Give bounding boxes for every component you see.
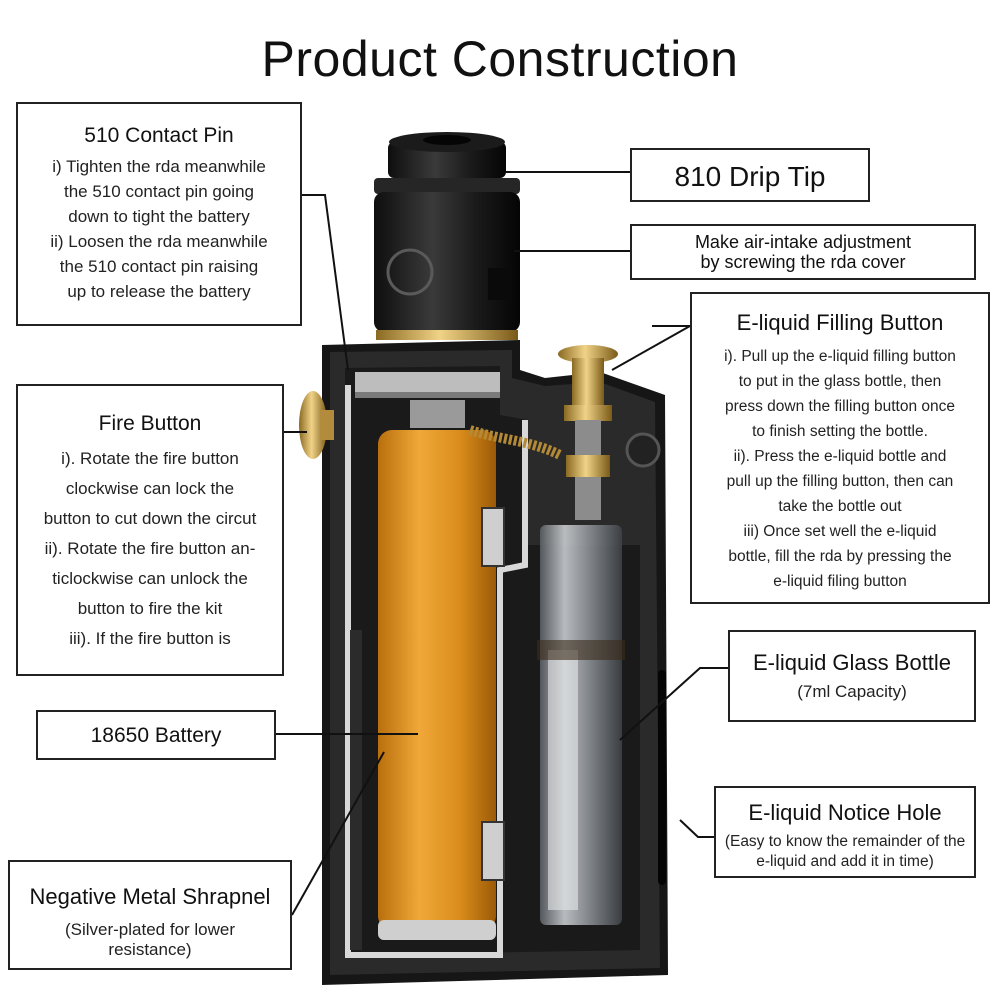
callout-line: clockwise can lock the [65, 479, 235, 498]
callout-subtext: (7ml Capacity) [797, 682, 907, 701]
callout-line: i). Pull up the e-liquid filling button [724, 348, 956, 365]
filling-button-part [558, 345, 618, 520]
page-title: Product Construction [261, 31, 739, 87]
callout-line: to finish setting the bottle. [752, 423, 928, 440]
callout-e-liquid-glass-bottle: E-liquid Glass Bottle (7ml Capacity) [728, 630, 976, 722]
callout-heading: 810 Drip Tip [674, 161, 826, 192]
callout-heading: E-liquid Glass Bottle [752, 650, 952, 675]
callout-18650-battery: 18650 Battery [36, 710, 276, 760]
callout-line: the 510 contact pin going [64, 182, 254, 201]
callout-line: iii). If the fire button is [69, 629, 231, 648]
callout-heading: 510 Contact Pin [84, 124, 234, 147]
callout-line: i) Tighten the rda meanwhile [52, 157, 266, 176]
shrapnel-strip [350, 630, 362, 950]
spring-wire [468, 425, 563, 460]
callout-line: down to tight the battery [68, 207, 250, 226]
callout-heading: 18650 Battery [90, 724, 222, 747]
clip-top [481, 507, 505, 567]
callout-body: i) Tighten the rda meanwhile the 510 con… [18, 154, 300, 304]
callout-negative-metal-shrapnel: Negative Metal Shrapnel (Silver-plated f… [8, 860, 292, 970]
glass-bottle [537, 525, 625, 925]
callout-line: to put in the glass bottle, then [738, 373, 942, 390]
callout-510-contact-pin: 510 Contact Pin i) Tighten the rda meanw… [16, 102, 302, 326]
callout-line: button to fire the kit [77, 599, 223, 618]
callout-line: ii). Press the e-liquid bottle and [733, 448, 947, 465]
fire-button-part [299, 391, 334, 459]
callout-line: up to release the battery [67, 282, 251, 301]
callout-heading: E-liquid Notice Hole [748, 800, 942, 825]
callout-line: press down the filling button once [724, 398, 956, 415]
callout-heading: Negative Metal Shrapnel [29, 884, 271, 909]
callout-line: pull up the filling button, then can [726, 473, 954, 490]
callout-e-liquid-filling-button: E-liquid Filling Button i). Pull up the … [690, 292, 990, 604]
callout-heading: E-liquid Filling Button [736, 310, 944, 335]
callout-body: i). Rotate the fire button clockwise can… [18, 444, 282, 654]
callout-810-drip-tip: 810 Drip Tip [630, 148, 870, 202]
callout-air-intake: Make air-intake adjustment by screwing t… [630, 224, 976, 280]
callout-line: by screwing the rda cover [700, 252, 906, 272]
callout-line: button to cut down the circut [43, 509, 257, 528]
battery-cell [378, 400, 496, 940]
callout-line: ii) Loosen the rda meanwhile [50, 232, 268, 251]
callout-line: bottle, fill the rda by pressing the [728, 548, 952, 565]
callout-line: e-liquid filing button [773, 573, 907, 590]
callout-e-liquid-notice-hole: E-liquid Notice Hole (Easy to know the r… [714, 786, 976, 878]
callout-line: Make air-intake adjustment [694, 232, 912, 252]
callout-heading: Fire Button [98, 412, 202, 435]
callout-line: ii). Rotate the fire button an- [44, 539, 256, 558]
callout-line: take the bottle out [778, 498, 902, 515]
callout-subtext: (Silver-plated for lower resistance) [64, 920, 236, 959]
callout-subtext: (Easy to know the remainder of the e-liq… [724, 833, 966, 870]
callout-line: the 510 contact pin raising [59, 257, 259, 276]
callout-line: i). Rotate the fire button [61, 449, 239, 468]
callout-line: ticlockwise can unlock the [52, 569, 248, 588]
callout-line: iii) Once set well the e-liquid [743, 523, 937, 540]
clip-bottom [481, 821, 505, 881]
callout-fire-button: Fire Button i). Rotate the fire button c… [16, 384, 284, 676]
rda-atomizer [374, 132, 520, 340]
callout-body: i). Pull up the e-liquid filling button … [692, 344, 988, 594]
